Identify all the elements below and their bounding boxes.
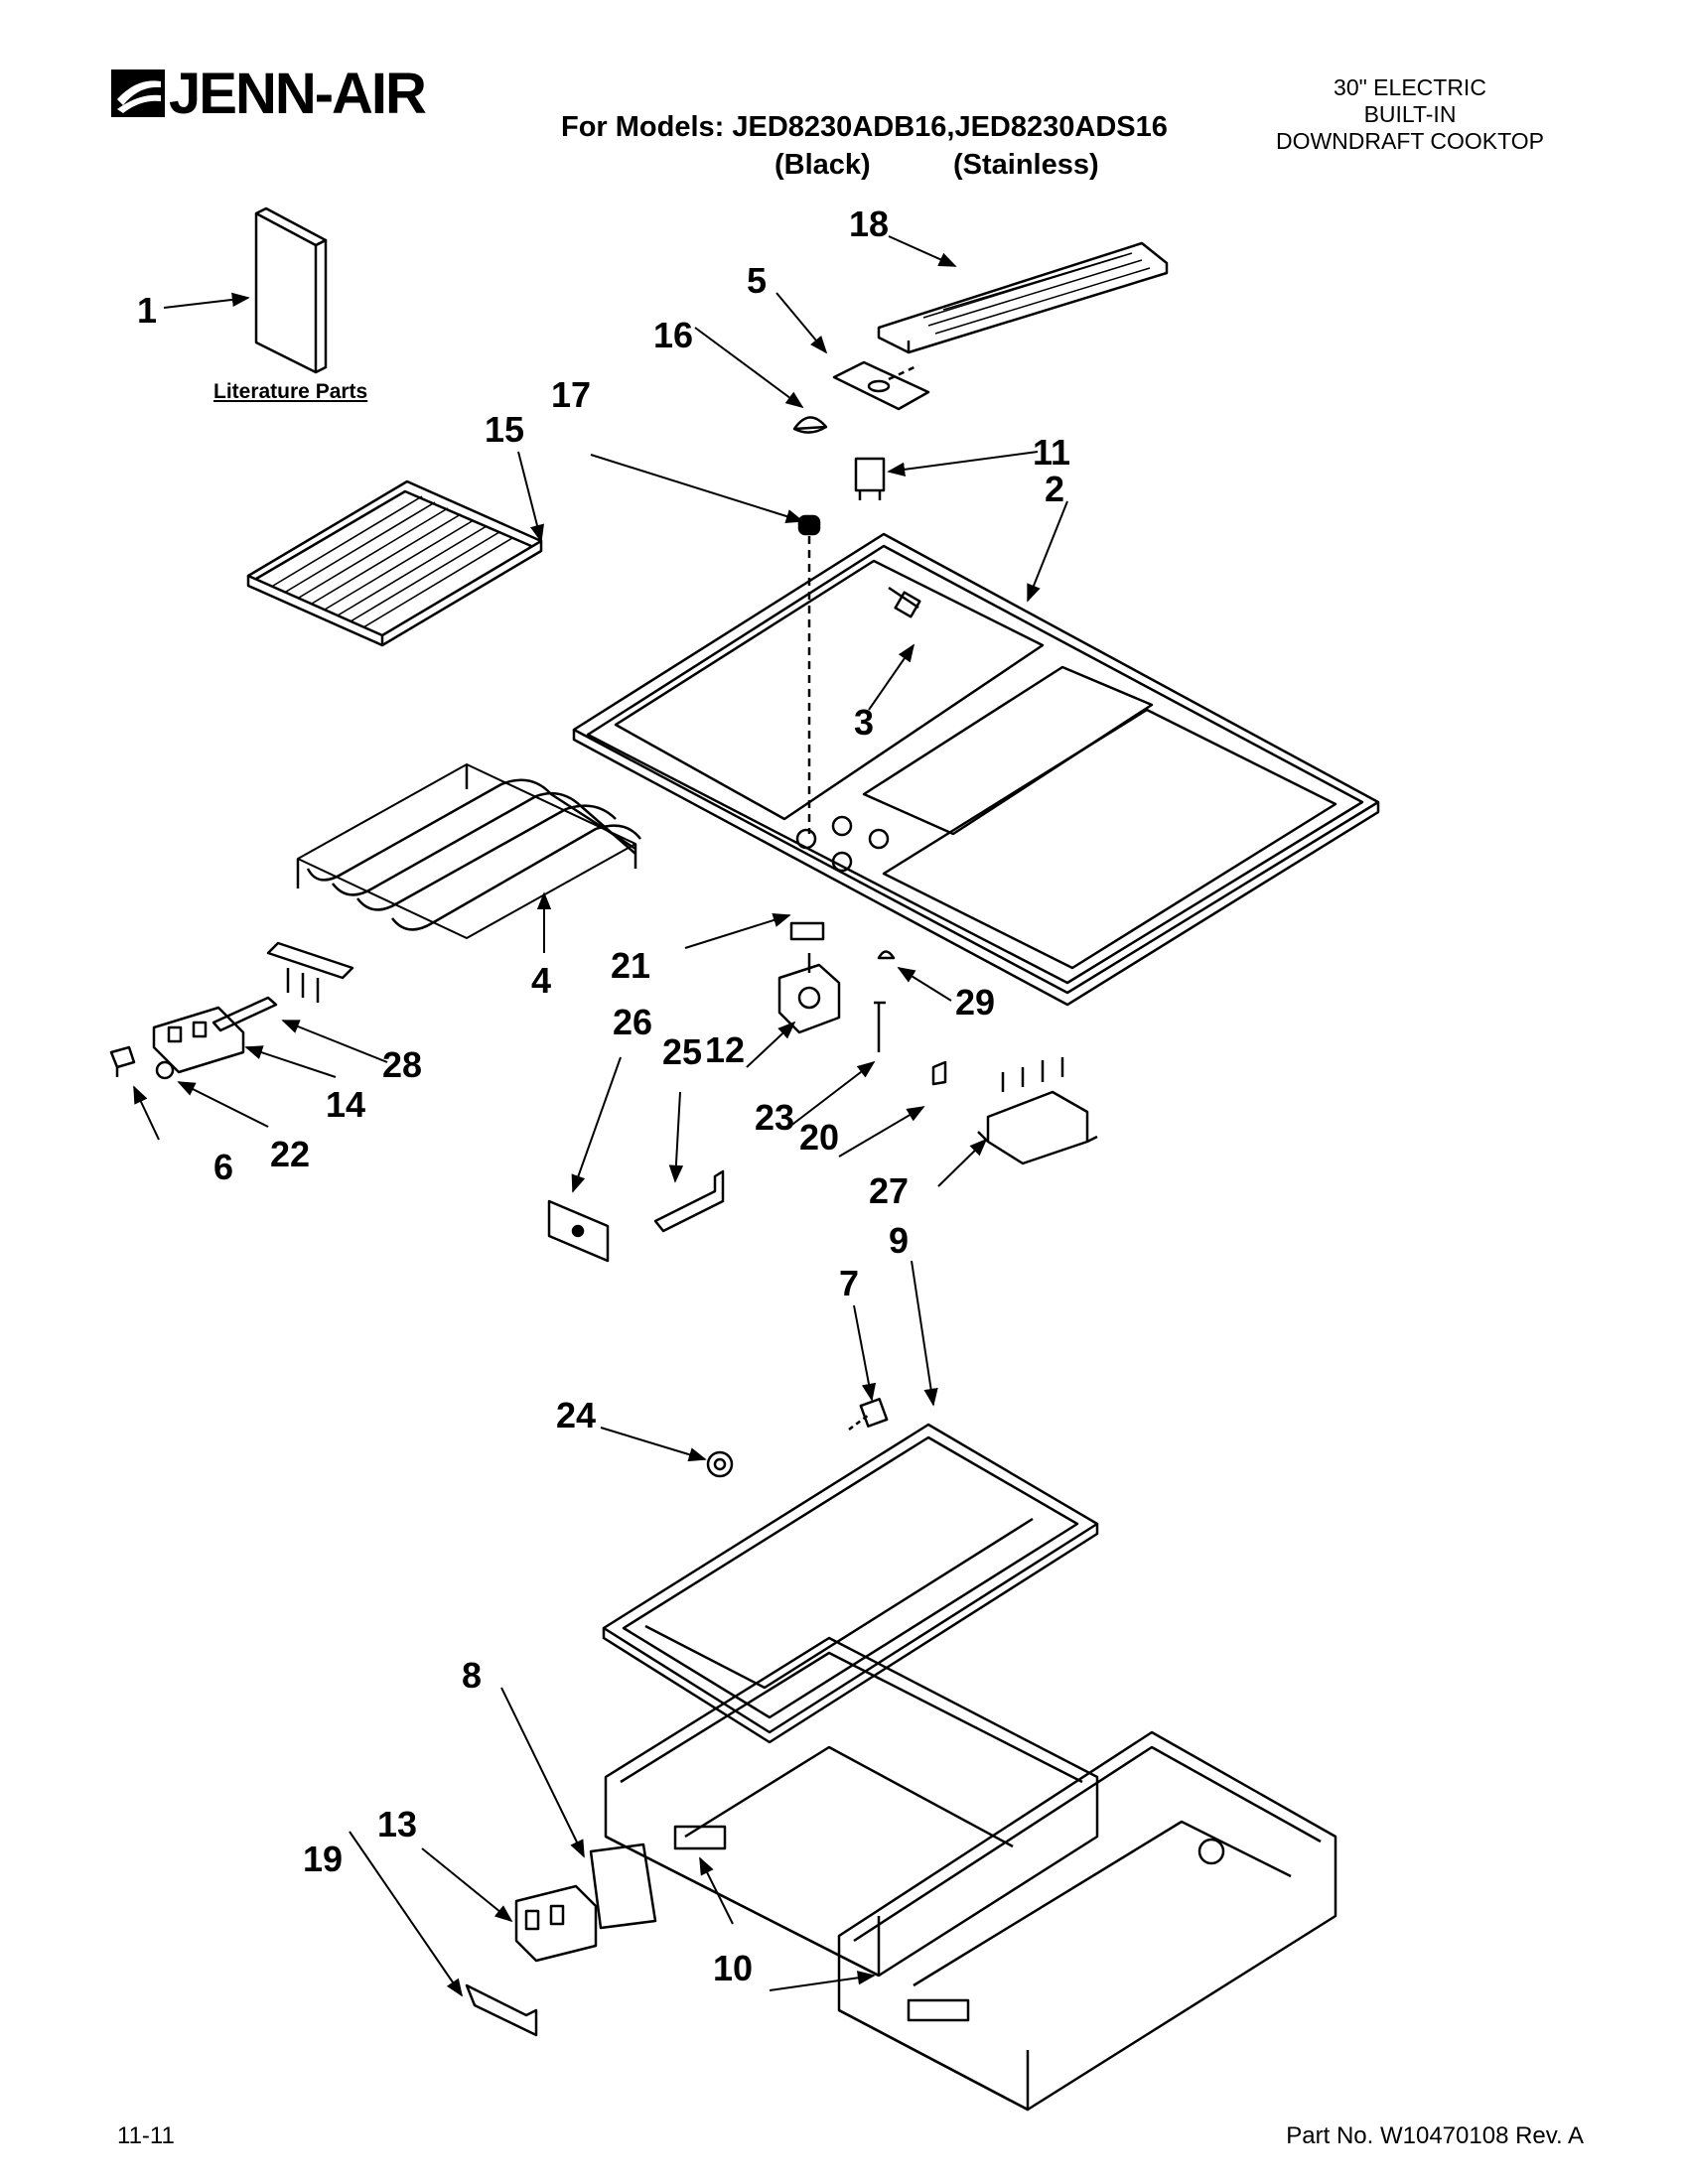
part-grommet	[706, 1450, 734, 1478]
model-variants: (Black) (Stainless)	[561, 149, 1099, 276]
product-line-3: DOWNDRAFT COOKTOP	[1275, 128, 1545, 154]
part-mount-bracket	[465, 1983, 538, 2037]
brand-name: JENN-AIR	[169, 62, 427, 126]
callout-14: 14	[326, 1084, 365, 1125]
callout-13: 13	[377, 1804, 417, 1844]
part-pin	[874, 1001, 886, 1052]
part-terminal	[211, 996, 278, 1032]
callout-11: 11	[1033, 432, 1070, 473]
callout-10: 10	[713, 1948, 753, 1988]
callout-5: 5	[747, 260, 767, 301]
part-lower-housing	[837, 1730, 1337, 2112]
callout-15: 15	[485, 409, 524, 450]
part-decal	[789, 921, 825, 941]
variant-stainless: (Stainless)	[953, 149, 1099, 181]
product-description: 30" ELECTRIC BUILT-IN DOWNDRAFT COOKTOP	[1231, 74, 1589, 155]
variant-black: (Black)	[774, 149, 871, 181]
part-upper-housing	[604, 1636, 1099, 1978]
part-vent-grille	[877, 241, 1169, 354]
part-button	[877, 950, 896, 960]
part-indicator-plate	[547, 1199, 610, 1263]
product-line-1: 30" ELECTRIC	[1334, 74, 1486, 100]
callout-labels: 1 2 3 4 5 6 7 8 9 10 11 12 13 14 15 16 1…	[137, 204, 1070, 1988]
product-line-2: BUILT-IN	[1363, 101, 1457, 127]
callout-8: 8	[462, 1655, 482, 1696]
part-heating-element	[266, 763, 641, 1003]
callout-28: 28	[382, 1044, 422, 1085]
callout-25: 25	[662, 1031, 702, 1072]
part-small-clip	[931, 1060, 947, 1086]
callout-9: 9	[889, 1220, 909, 1261]
part-knob	[797, 514, 821, 536]
callout-17: 17	[551, 374, 591, 415]
callout-1: 1	[137, 290, 157, 331]
revision-date: 11-11	[117, 2122, 175, 2149]
jenn-air-swoosh-icon	[111, 69, 165, 117]
callout-29: 29	[955, 982, 995, 1023]
callout-23: 23	[755, 1097, 794, 1138]
models-line: For Models: JED8230ADB16,JED8230ADS16	[561, 111, 1168, 143]
callout-2: 2	[1045, 469, 1064, 509]
model-header: For Models: JED8230ADB16,JED8230ADS16 (B…	[561, 111, 1168, 181]
part-knob-cap	[792, 416, 828, 431]
callout-27: 27	[869, 1170, 909, 1211]
callout-21: 21	[611, 945, 650, 986]
callout-3: 3	[854, 702, 874, 743]
part-bracket	[653, 1169, 725, 1233]
part-nut	[155, 1060, 175, 1080]
leader-lines	[133, 235, 1068, 1997]
callout-7: 7	[839, 1263, 859, 1303]
callout-18: 18	[849, 204, 889, 244]
part-grill-grate	[246, 479, 543, 647]
part-drip-tray	[602, 1423, 1099, 1744]
part-trim-plate	[832, 360, 930, 411]
part-cooktop-frame	[572, 532, 1380, 1007]
brand-logo: JENN-AIR	[109, 60, 447, 129]
part-screw	[888, 586, 919, 610]
callout-26: 26	[613, 1002, 652, 1042]
part-literature-book	[254, 206, 328, 374]
part-clip	[109, 1045, 136, 1077]
callout-20: 20	[799, 1117, 839, 1158]
callout-16: 16	[653, 315, 693, 355]
callout-12: 12	[705, 1029, 745, 1070]
callout-24: 24	[556, 1395, 596, 1435]
part-relay	[977, 1057, 1098, 1165]
callout-4: 4	[531, 960, 551, 1001]
part-terminal-block	[152, 1006, 245, 1074]
part-control-module	[514, 1884, 598, 1963]
part-number: Part No. W10470108 Rev. A	[1286, 2122, 1584, 2149]
part-infinite-switch	[777, 953, 841, 1034]
callout-19: 19	[303, 1839, 343, 1879]
literature-parts-label: Literature Parts	[213, 380, 368, 403]
part-shield	[589, 1843, 657, 1930]
callout-22: 22	[270, 1134, 310, 1174]
callout-6: 6	[213, 1147, 233, 1187]
part-switch	[854, 457, 886, 492]
